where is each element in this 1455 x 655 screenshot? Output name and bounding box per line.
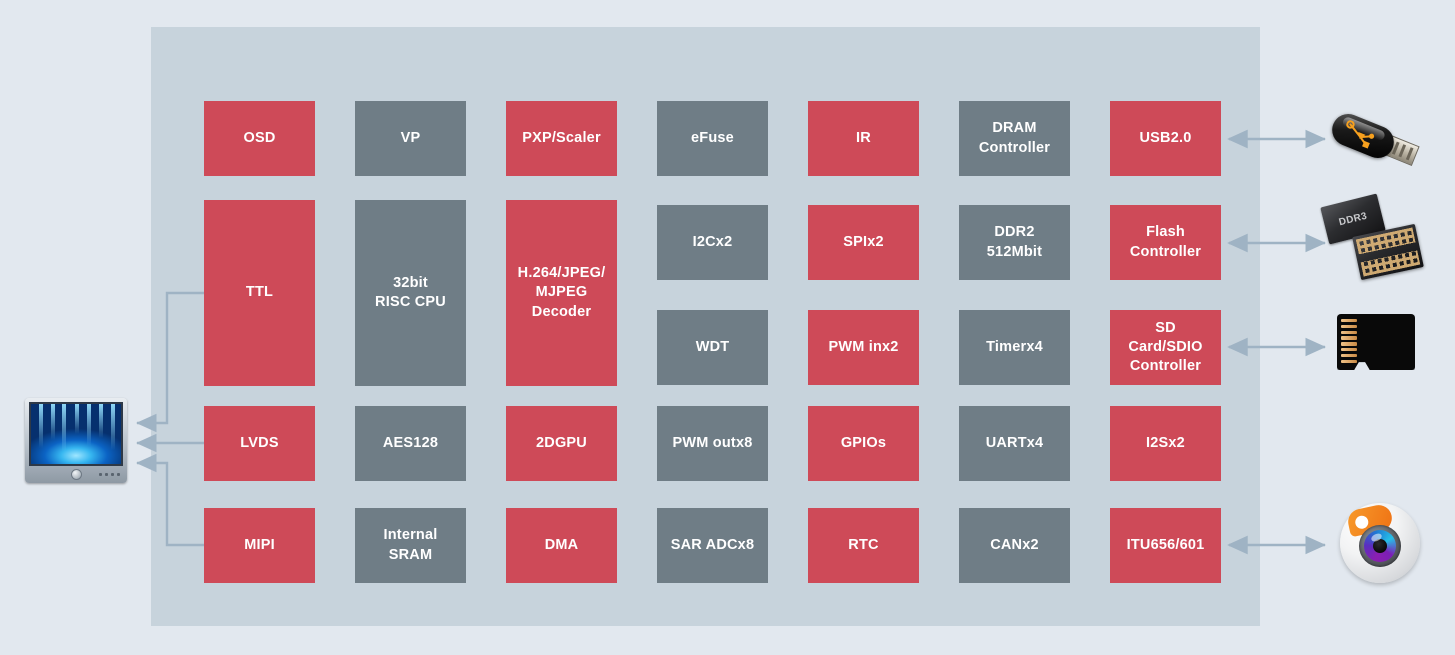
camera-icon [1340, 502, 1420, 583]
lcd-monitor-icon [25, 398, 127, 483]
block-ir[interactable]: IR [808, 101, 919, 176]
block-internal-sram[interactable]: Internal SRAM [355, 508, 466, 583]
camera-lens-ring [1359, 525, 1401, 567]
block-mipi[interactable]: MIPI [204, 508, 315, 583]
block-lvds[interactable]: LVDS [204, 406, 315, 481]
block-ttl[interactable]: TTL [204, 200, 315, 386]
block-efuse[interactable]: eFuse [657, 101, 768, 176]
sd-card-contacts [1341, 319, 1357, 363]
usb-flash-drive-icon [1327, 104, 1425, 176]
block-dram-controller[interactable]: DRAM Controller [959, 101, 1070, 176]
block-2dgpu[interactable]: 2DGPU [506, 406, 617, 481]
block-itu656[interactable]: ITU656/601 [1110, 508, 1221, 583]
block-risc-cpu[interactable]: 32bit RISC CPU [355, 200, 466, 386]
monitor-indicator-leds [99, 473, 120, 476]
block-rtc[interactable]: RTC [808, 508, 919, 583]
block-uartx4[interactable]: UARTx4 [959, 406, 1070, 481]
block-wdt[interactable]: WDT [657, 310, 768, 385]
block-gpios[interactable]: GPIOs [808, 406, 919, 481]
block-pxp-scaler[interactable]: PXP/Scaler [506, 101, 617, 176]
block-usb20[interactable]: USB2.0 [1110, 101, 1221, 176]
block-i2cx2[interactable]: I2Cx2 [657, 205, 768, 280]
block-dma[interactable]: DMA [506, 508, 617, 583]
sd-card-icon [1337, 314, 1419, 374]
block-osd[interactable]: OSD [204, 101, 315, 176]
camera-lens-glass [1364, 530, 1396, 562]
monitor-screen [29, 402, 123, 466]
block-i2sx2[interactable]: I2Sx2 [1110, 406, 1221, 481]
monitor-bezel-controls [25, 468, 127, 481]
block-canx2[interactable]: CANx2 [959, 508, 1070, 583]
block-flash-controller[interactable]: Flash Controller [1110, 205, 1221, 280]
block-video-codec[interactable]: H.264/JPEG/ MJPEG Decoder [506, 200, 617, 386]
ddr3-memory-icon: DDR3 [1320, 193, 1432, 290]
block-pwm-inx2[interactable]: PWM inx2 [808, 310, 919, 385]
block-vp[interactable]: VP [355, 101, 466, 176]
monitor-power-button[interactable] [70, 469, 82, 480]
block-aes128[interactable]: AES128 [355, 406, 466, 481]
block-spix2[interactable]: SPIx2 [808, 205, 919, 280]
block-ddr2[interactable]: DDR2 512Mbit [959, 205, 1070, 280]
usb-drive-body [1327, 109, 1399, 163]
block-sd-controller[interactable]: SD Card/SDIO Controller [1110, 310, 1221, 385]
block-timerx4[interactable]: Timerx4 [959, 310, 1070, 385]
block-pwm-outx8[interactable]: PWM outx8 [657, 406, 768, 481]
usb-logo-icon [1346, 120, 1375, 149]
block-sar-adcx8[interactable]: SAR ADCx8 [657, 508, 768, 583]
